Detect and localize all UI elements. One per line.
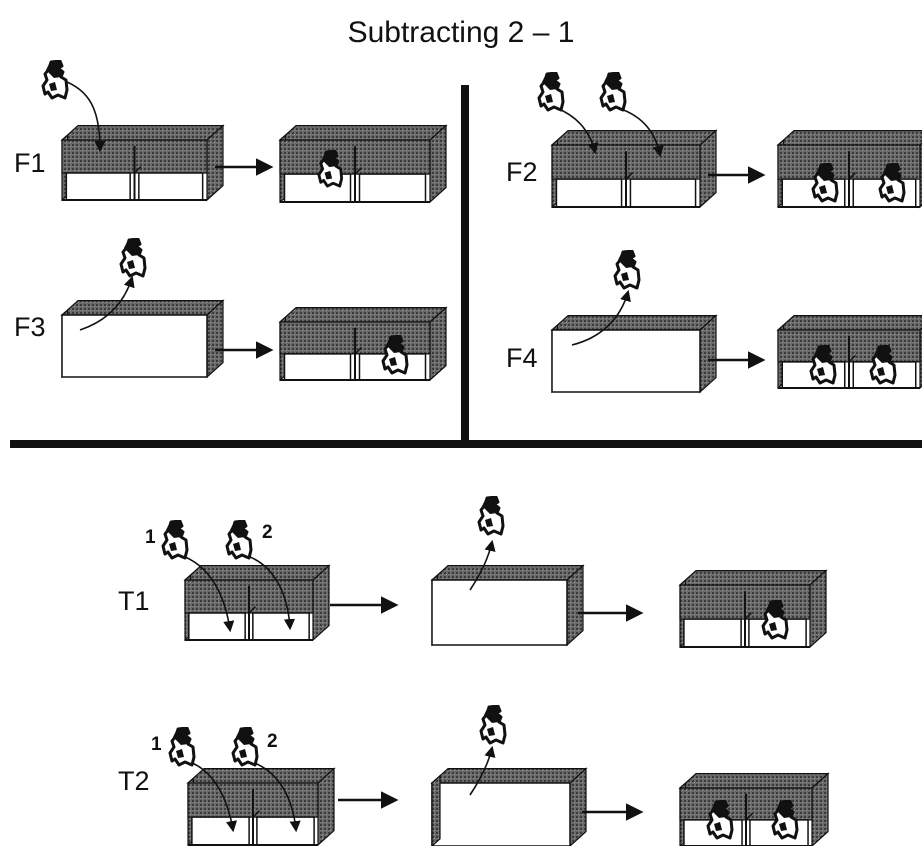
f1-box-result [278, 124, 448, 204]
diagram-title: Subtracting 2 – 1 [347, 16, 575, 49]
t1-mouse-two [225, 520, 253, 560]
f1-mouse-entering [41, 60, 69, 100]
horizontal-divider [10, 440, 922, 448]
f3-box-result [278, 306, 448, 382]
f1-box-start [60, 124, 225, 202]
order-label-t2-second: 2 [267, 731, 278, 752]
t1-mouse-two-path [244, 554, 296, 631]
t1-mouse-leaving [477, 496, 505, 536]
vertical-divider [461, 85, 469, 445]
t1-box-result [678, 569, 828, 649]
f4-mouse-leaving [613, 250, 641, 290]
panel-label-f3: F3 [14, 312, 46, 342]
panel-label-f1: F1 [14, 148, 46, 178]
t1-mouse-one [161, 520, 189, 560]
panel-label-f2: F2 [506, 157, 538, 187]
f2-mouse-one [537, 72, 565, 112]
t1-box-start [183, 564, 331, 642]
order-label-t1-second: 2 [262, 522, 273, 543]
t2-mouse-leaving [479, 705, 507, 745]
order-label-t2-first: 1 [151, 734, 162, 755]
f1-mouse-path [61, 79, 106, 153]
f4-box-start [550, 314, 718, 394]
panel-label-f4: F4 [506, 343, 538, 373]
f3-box-start [60, 299, 225, 379]
t2-mouse-two [231, 727, 259, 767]
t1-mouse-one-path [179, 554, 235, 633]
order-label-t1-first: 1 [145, 527, 156, 548]
f2-box-start [550, 129, 718, 209]
panel-label-t1: T1 [118, 586, 150, 616]
t2-mouse-one [168, 727, 196, 767]
f4-mouse-path [571, 289, 631, 346]
f2-mouse-two [599, 72, 627, 112]
panel-label-t2: T2 [118, 766, 150, 796]
t2-mouse-two-path [251, 761, 301, 833]
t2-box-start [186, 767, 336, 846]
t2-box-result [678, 772, 830, 846]
t2-mouse-one-path [189, 761, 238, 833]
t1-mouse-leaving-path [469, 539, 496, 591]
f3-mouse-path [79, 275, 135, 331]
f4-box-result [776, 315, 922, 390]
t1-box-middle [430, 564, 585, 647]
f3-mouse-leaving [119, 238, 147, 278]
t2-mouse-leaving-path [469, 745, 496, 796]
t2-box-middle [430, 767, 588, 846]
